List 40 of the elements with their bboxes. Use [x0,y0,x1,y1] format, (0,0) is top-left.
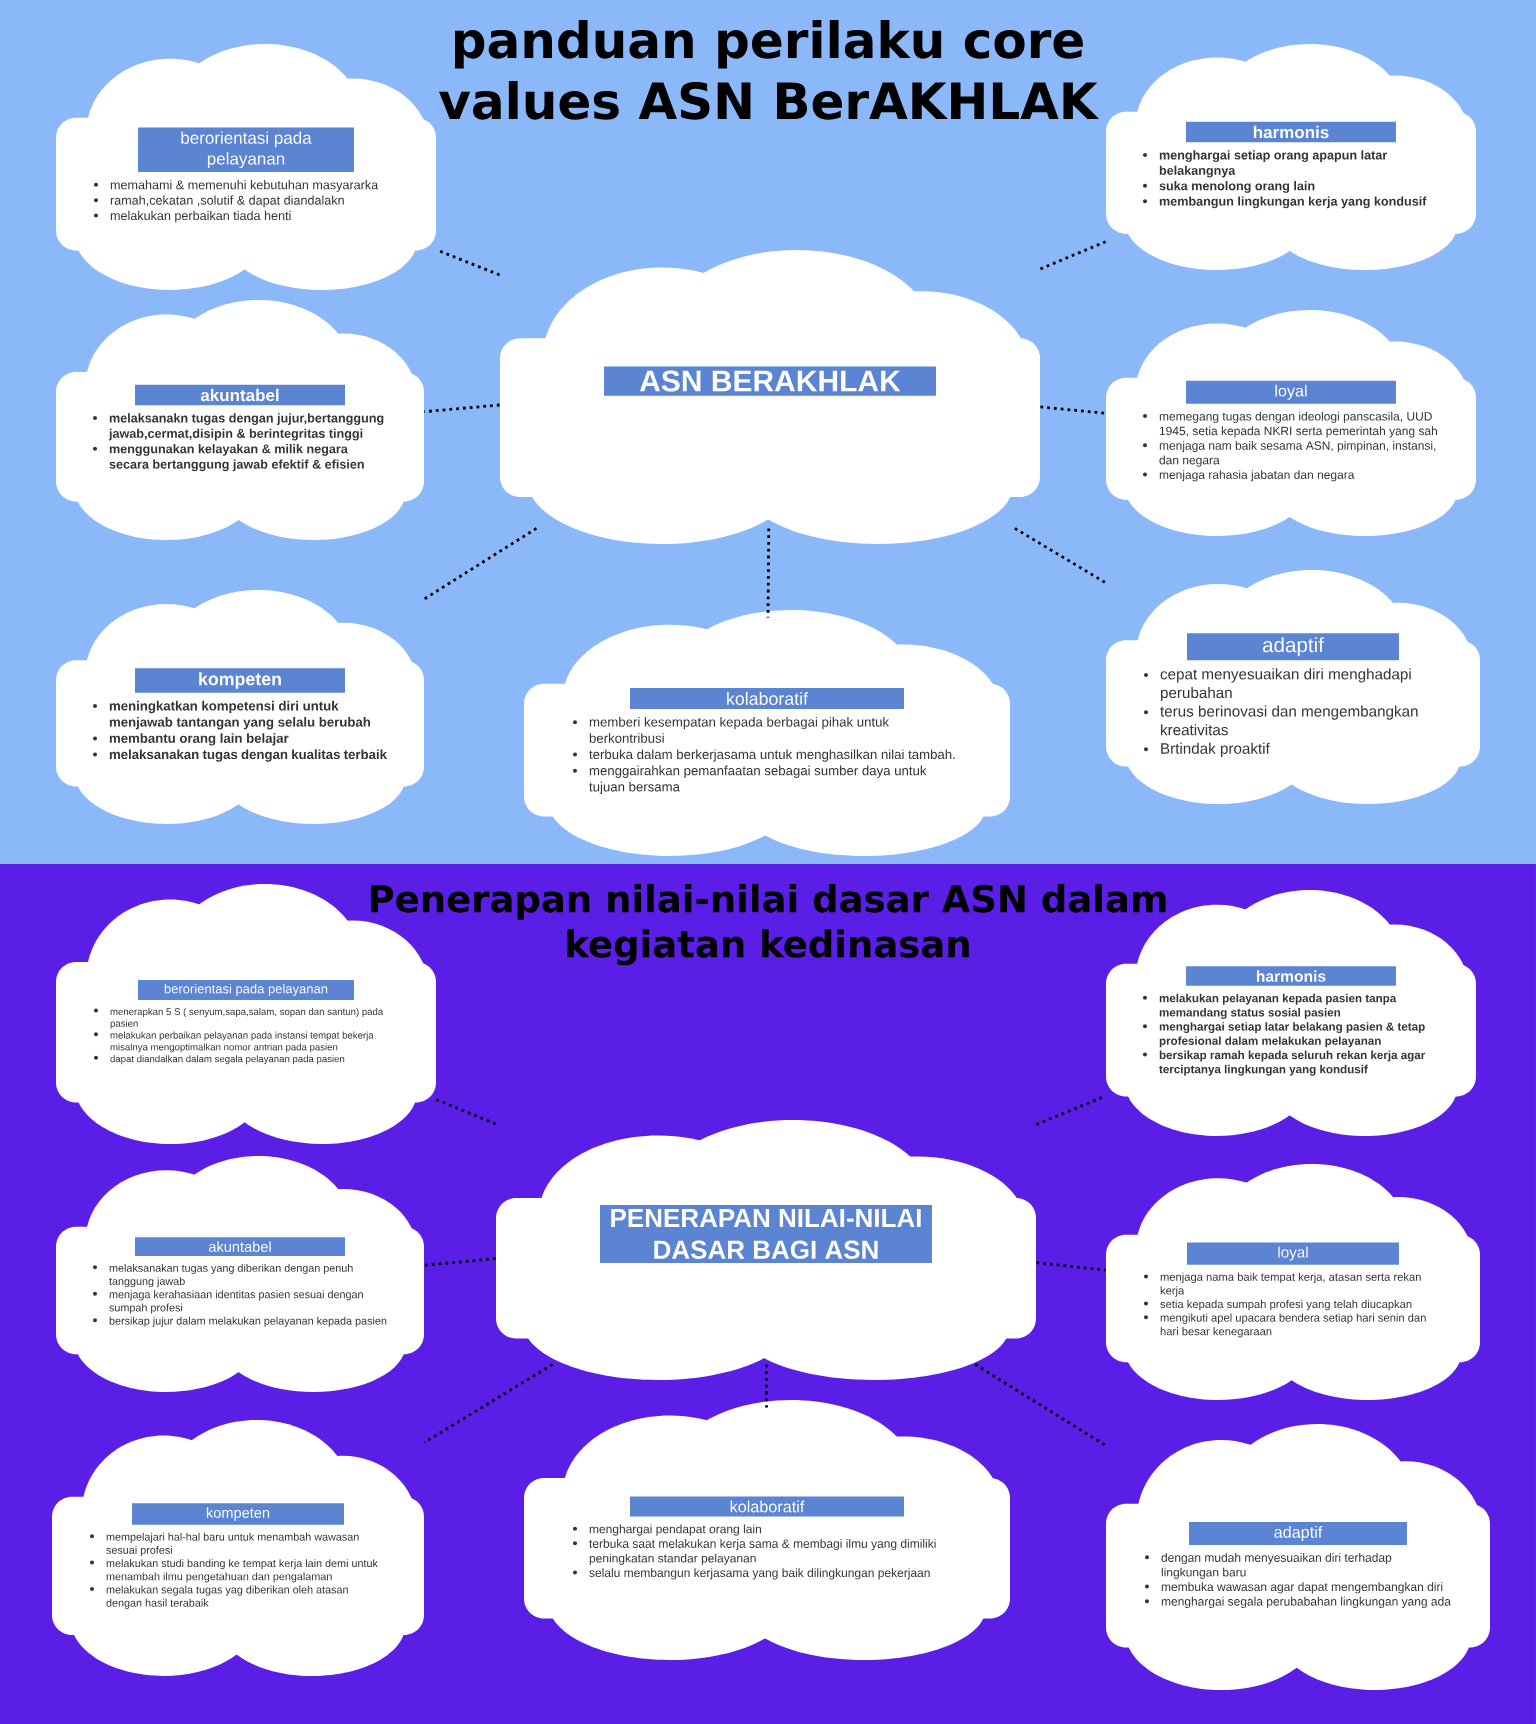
cloud [56,590,424,824]
dotted-line [1036,1261,1106,1272]
cloud [1106,1164,1480,1400]
heading-box: kolaboratif [630,1496,904,1517]
title-box: PENERAPAN NILAI-NILAI DASAR BAGI ASN [600,1205,932,1263]
title: Penerapan nilai-nilai dasar ASN dalam kegiatan kedinasan [370,884,1166,966]
heading-box: adaptif [1187,633,1399,661]
heading-box: berorientasi pada pelayanan [138,127,354,173]
cloud [56,44,436,290]
dotted-line [1040,405,1106,415]
cloud [56,300,424,540]
cloud [524,1400,1010,1660]
title: panduan perilaku core values ASN BerAKHLAK [439,20,1100,120]
title-box: ASN BERAKHLAK [604,366,936,396]
heading-box: akuntabel [135,384,345,406]
dotted-line [435,248,501,277]
dotted-line [435,1098,497,1126]
dotted-line [424,403,500,414]
heading-box: kompeten [135,668,345,693]
dotted-line [1014,527,1107,584]
cloud [500,250,1040,544]
cloud [52,1420,424,1676]
cloud [1106,310,1476,536]
cloud [1106,44,1476,270]
dotted-line [423,527,538,601]
dotted-line [765,1364,768,1408]
dotted-line [424,1257,496,1267]
heading-box: loyal [1186,380,1396,404]
cloud [1106,1424,1490,1690]
cloud [1106,570,1480,804]
dotted-line [766,528,771,618]
dotted-line [1039,240,1107,271]
dotted-line [1035,1094,1107,1126]
heading-box: adaptif [1189,1521,1407,1546]
cloud [496,1120,1036,1380]
cloud [56,1156,424,1392]
cloud [524,610,1010,856]
dotted-line [423,1363,554,1444]
heading-box: kolaboratif [630,687,904,709]
dotted-line [974,1363,1107,1447]
